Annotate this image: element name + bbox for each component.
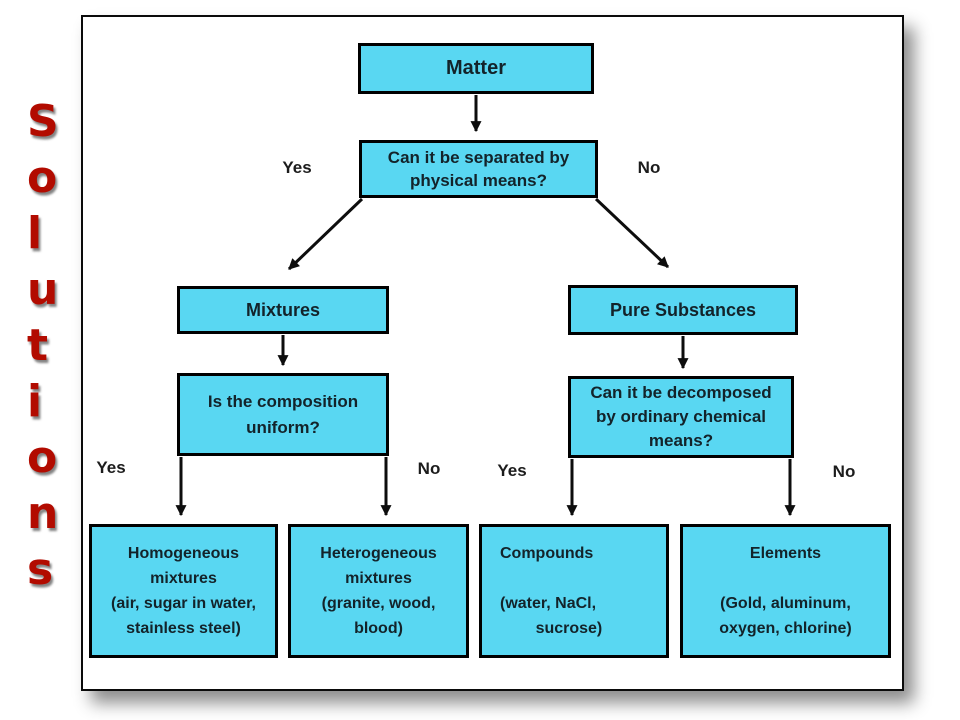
node-heterogeneous-mixtures: Heterogeneous mixtures (granite, wood, b… bbox=[288, 524, 469, 658]
edge-label-physical-no: No bbox=[637, 158, 661, 177]
arrow-physical-yes-to-mixtures bbox=[287, 197, 364, 271]
node-pure-substances: Pure Substances bbox=[568, 285, 798, 335]
edge-label-decomposed-no: No bbox=[832, 462, 856, 481]
arrow-physical-no-to-pure bbox=[594, 197, 670, 269]
node-mixtures: Mixtures bbox=[177, 286, 389, 334]
node-matter: Matter bbox=[358, 43, 594, 94]
edge-label-physical-yes: Yes bbox=[282, 158, 312, 177]
edge-label-uniform-yes: Yes bbox=[96, 458, 126, 477]
node-question-decomposed-chemical: Can it be decomposed by ordinary chemica… bbox=[568, 376, 794, 458]
node-compounds: Compounds (water, NaCl, sucrose) bbox=[479, 524, 669, 658]
node-question-composition-uniform: Is the composition uniform? bbox=[177, 373, 389, 456]
node-elements: Elements (Gold, aluminum, oxygen, chlori… bbox=[680, 524, 891, 658]
node-homogeneous-mixtures: Homogeneous mixtures (air, sugar in wate… bbox=[89, 524, 278, 658]
slide-panel: Matter Can it be separated by physical m… bbox=[81, 15, 904, 691]
edge-label-decomposed-yes: Yes bbox=[497, 461, 527, 480]
edge-label-uniform-no: No bbox=[417, 459, 441, 478]
node-question-physical-means: Can it be separated by physical means? bbox=[359, 140, 598, 198]
vertical-title-solutions: Solutions bbox=[27, 96, 59, 595]
flowchart: Matter Can it be separated by physical m… bbox=[83, 17, 902, 689]
